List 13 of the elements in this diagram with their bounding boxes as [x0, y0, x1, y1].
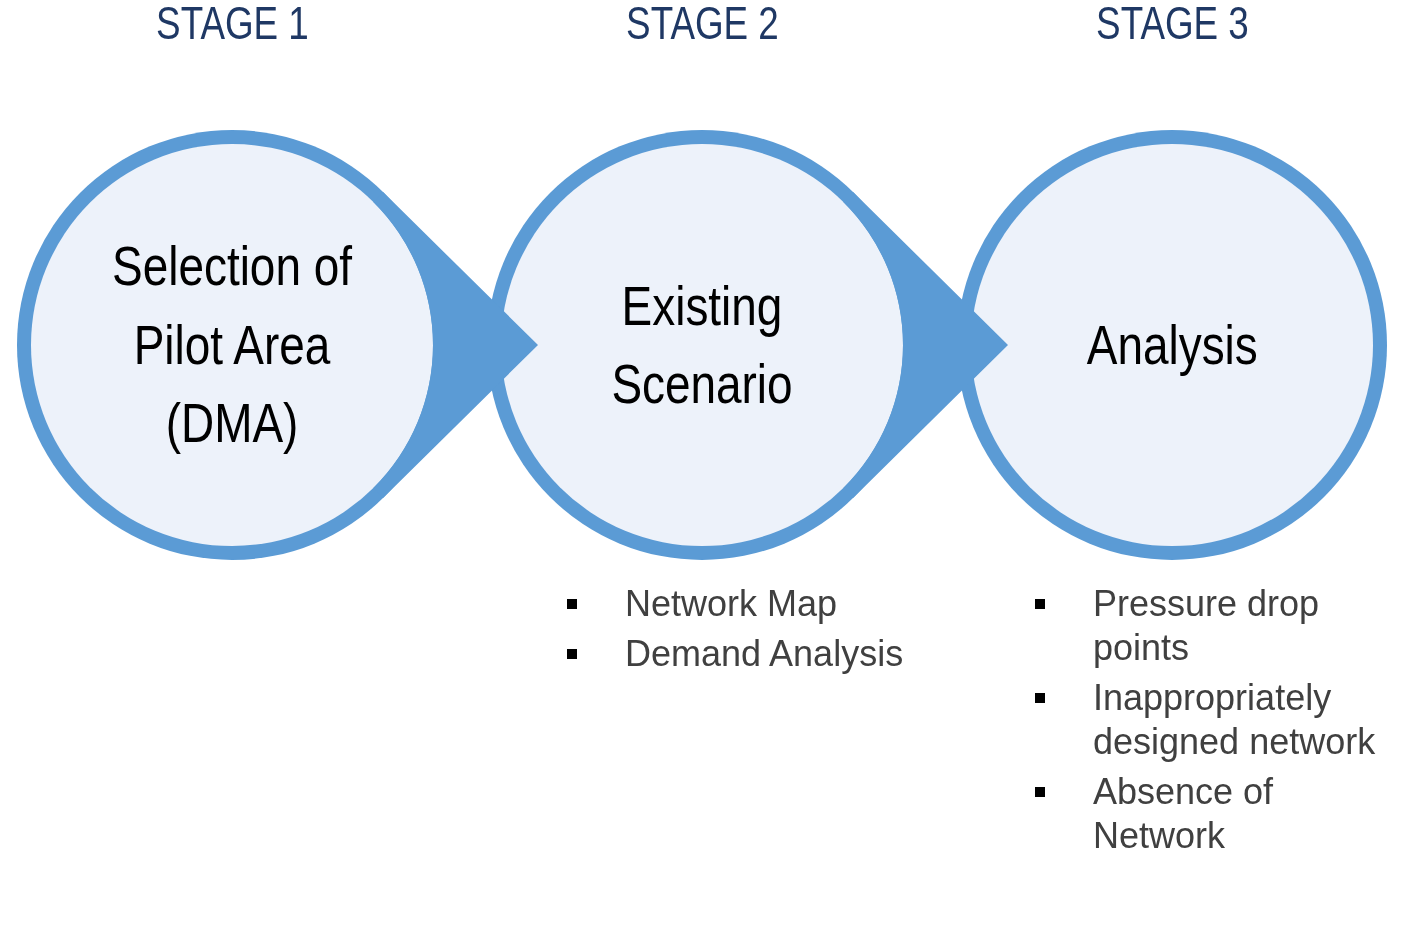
bullet-text: Demand Analysis — [625, 633, 904, 674]
stage-title: Selection of Pilot Area (DMA) — [111, 233, 353, 457]
arrow — [373, 192, 538, 498]
stage-title: Existing Scenario — [610, 272, 794, 417]
stage-heading: STAGE 3 — [1095, 0, 1249, 50]
stage-heading: STAGE 1 — [155, 0, 309, 50]
bullet-text: Network Map — [625, 583, 838, 624]
stage-title: Analysis — [1086, 311, 1258, 378]
bullet-text: Pressure drop points — [1093, 583, 1320, 668]
stage-heading: STAGE 2 — [625, 0, 779, 50]
arrow — [843, 192, 1008, 498]
bullet-text: Inappropriately designed network — [1093, 677, 1376, 762]
bullet-text: Absence of Network — [1093, 771, 1274, 856]
